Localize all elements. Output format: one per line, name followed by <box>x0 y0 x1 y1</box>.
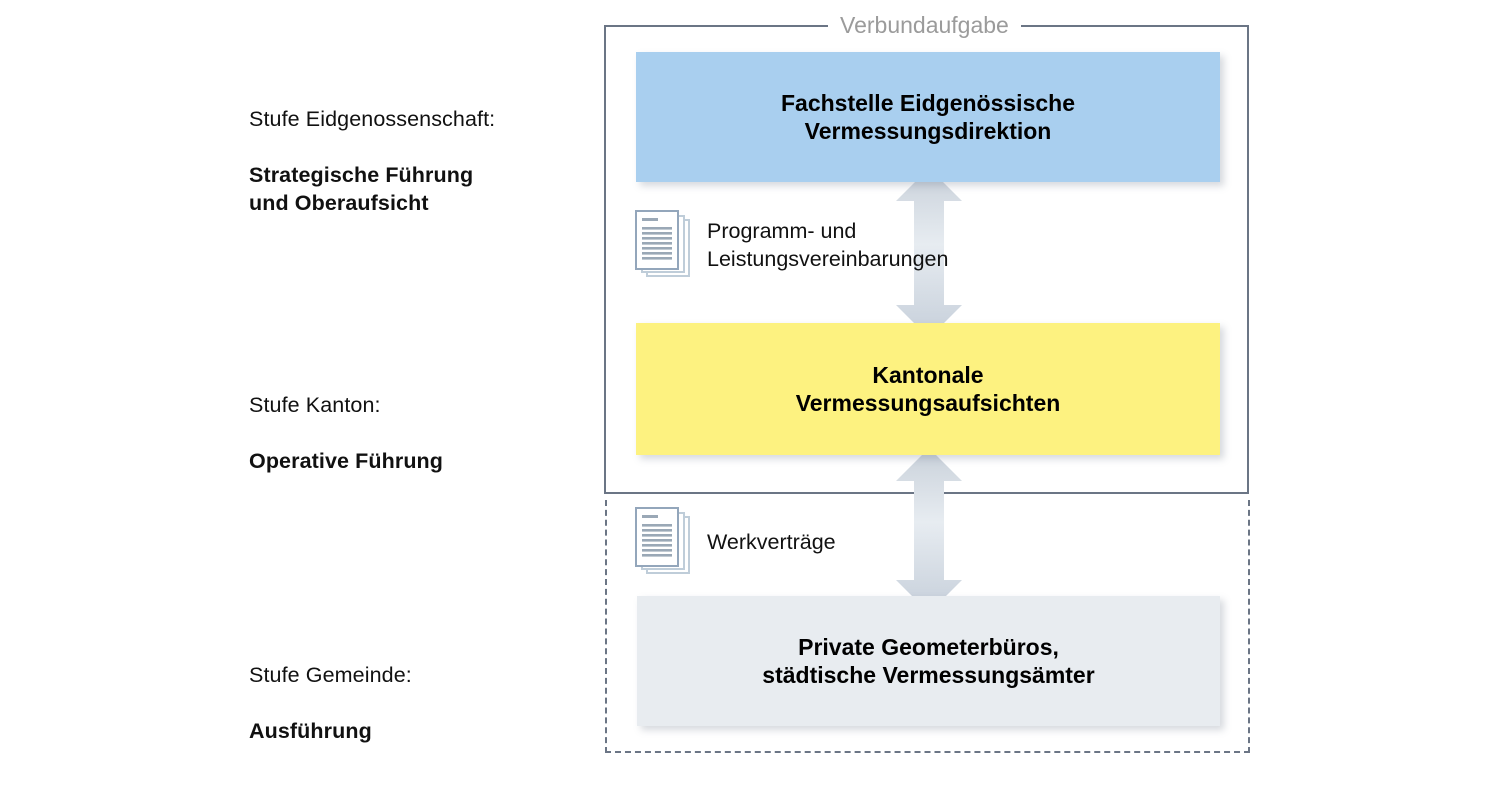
connector-programm-leistungsvereinbarungen: Programm- und Leistungsvereinbarungen <box>633 208 948 282</box>
node-box-label: Private Geometerbüros, städtische Vermes… <box>762 634 1095 688</box>
node-box-fachstelle[interactable]: Fachstelle Eidgenössische Vermessungsdir… <box>636 52 1220 182</box>
level-label-line1: Stufe Kanton: <box>249 393 381 417</box>
connector-werkvertraege: Werkverträge <box>633 505 836 579</box>
node-box-private-geometerbueros[interactable]: Private Geometerbüros, städtische Vermes… <box>637 596 1220 726</box>
gemeinde-dashed-container <box>605 500 1250 753</box>
double-arrow-vertical-icon <box>896 168 962 338</box>
level-label-kanton: Stufe Kanton: Operative Führung <box>249 363 443 503</box>
level-label-line2: Ausführung <box>249 719 372 743</box>
node-box-kantonale-vermessungsaufsichten[interactable]: Kantonale Vermessungsaufsichten <box>636 323 1220 455</box>
node-box-label: Fachstelle Eidgenössische Vermessungsdir… <box>780 90 1075 144</box>
level-label-eidgenossenschaft: Stufe Eidgenossenschaft: Strategische Fü… <box>249 77 495 245</box>
connector-caption: Programm- und Leistungsvereinbarungen <box>707 219 949 271</box>
double-arrow-vertical-icon <box>896 448 962 613</box>
level-label-line1: Stufe Gemeinde: <box>249 663 412 687</box>
connector-caption: Werkverträge <box>707 530 836 554</box>
documents-stack-icon <box>635 210 690 277</box>
level-label-gemeinde: Stufe Gemeinde: Ausführung <box>249 633 412 773</box>
level-label-line1: Stufe Eidgenossenschaft: <box>249 107 496 131</box>
level-label-line2: Operative Führung <box>249 449 444 473</box>
documents-stack-icon <box>635 507 690 574</box>
node-box-label: Kantonale Vermessungsaufsichten <box>795 362 1061 416</box>
verbundaufgabe-title: Verbundaufgabe <box>828 10 1021 40</box>
level-label-line2: Strategische Führung und Oberaufsicht <box>249 163 474 215</box>
